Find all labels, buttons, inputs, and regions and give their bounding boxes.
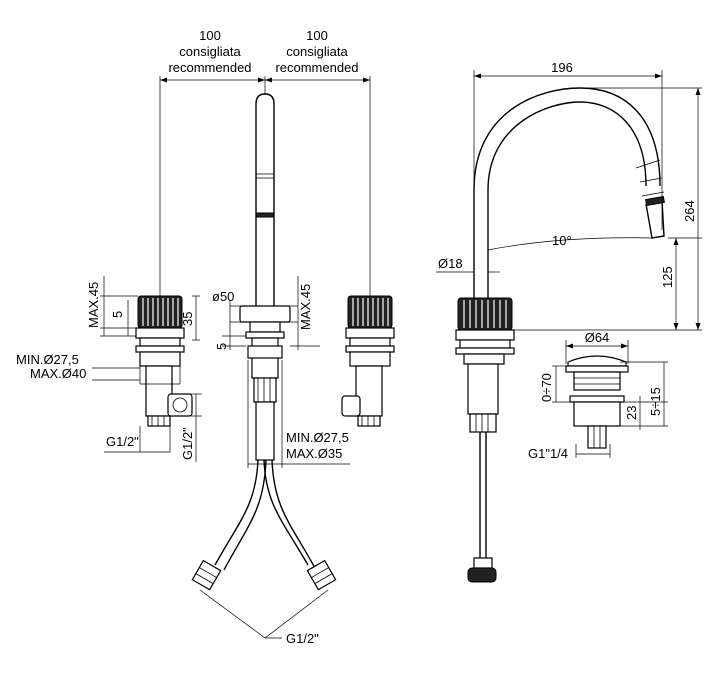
max-hole-left-label: MAX.Ø40 bbox=[30, 366, 86, 381]
spacing-left-word1: consigliata bbox=[179, 44, 241, 59]
dia50-label: ø50 bbox=[212, 289, 234, 304]
range5-15-label: 5÷15 bbox=[648, 387, 663, 416]
spacing-right-value: 100 bbox=[306, 28, 328, 43]
right-valve bbox=[341, 295, 395, 427]
dia64-label: Ø64 bbox=[585, 330, 610, 345]
spacing-left-value: 100 bbox=[199, 28, 221, 43]
g12-bottom-label: G1/2" bbox=[286, 631, 319, 646]
angle10-label: 10° bbox=[552, 233, 572, 248]
spacing-right-word2: recommended bbox=[275, 60, 358, 75]
min-hole-center-label: MIN.Ø27,5 bbox=[286, 430, 349, 445]
five-left-label: 5 bbox=[110, 311, 125, 318]
thirtyfive-label: 35 bbox=[180, 312, 195, 326]
max45-center-label: MAX.45 bbox=[298, 284, 313, 330]
spacing-right-word1: consigliata bbox=[286, 44, 348, 59]
spacing-left-word2: recommended bbox=[168, 60, 251, 75]
left-valve bbox=[135, 295, 193, 427]
min-hole-left-label: MIN.Ø27,5 bbox=[16, 352, 79, 367]
range0-70-label: 0÷70 bbox=[539, 373, 554, 402]
five-center-label: 5 bbox=[214, 343, 229, 350]
width196-label: 196 bbox=[551, 60, 573, 75]
height264-label: 264 bbox=[682, 200, 697, 222]
height125-label: 125 bbox=[660, 266, 675, 288]
dia18-label: Ø18 bbox=[438, 256, 463, 271]
drain-valve bbox=[565, 355, 629, 449]
g1-14-label: G1"1/4 bbox=[528, 446, 568, 461]
central-spout bbox=[191, 93, 337, 591]
front-dimensions bbox=[92, 76, 371, 639]
drain-dimensions bbox=[552, 340, 668, 458]
max45-left-label: MAX.45 bbox=[86, 282, 101, 328]
side-view-faucet bbox=[455, 87, 665, 583]
max-hole-center-label: MAX.Ø35 bbox=[286, 446, 342, 461]
h23-label: 23 bbox=[624, 406, 639, 420]
g12-left-label: G1/2" bbox=[106, 434, 139, 449]
side-dimensions bbox=[436, 70, 702, 331]
g12-left-vertical-label: G1/2" bbox=[180, 427, 195, 460]
